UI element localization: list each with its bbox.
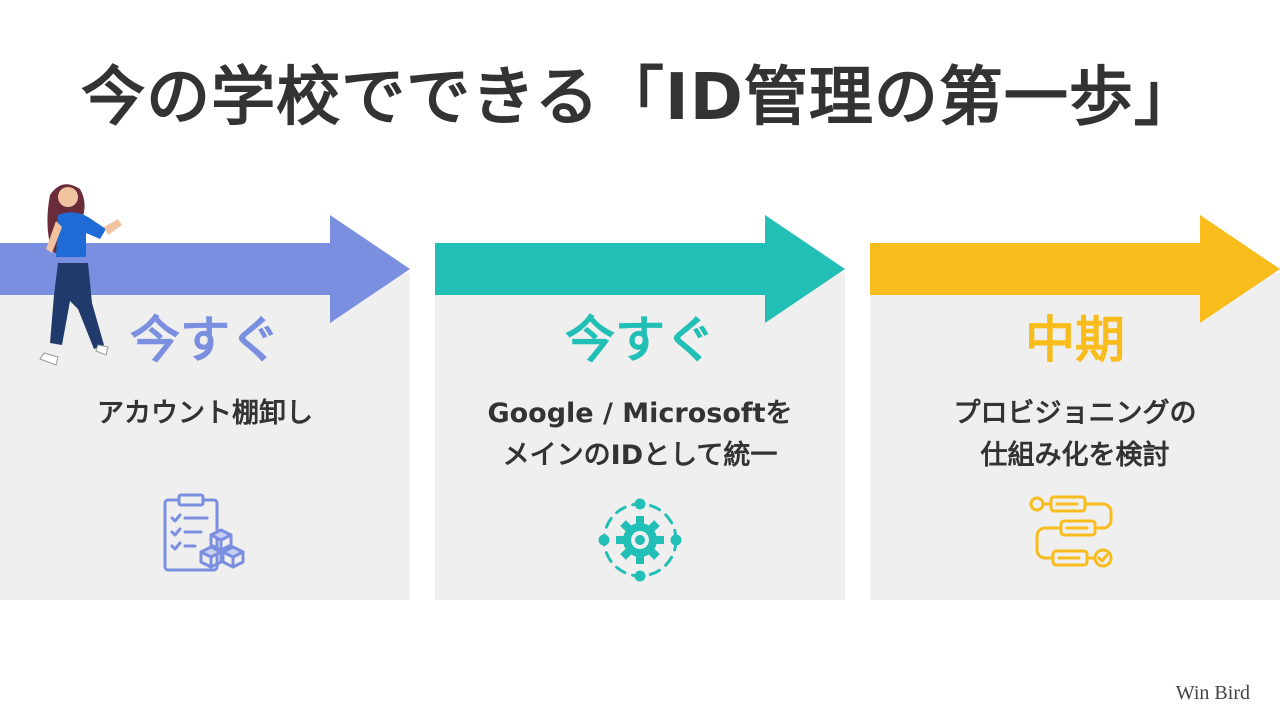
description-line: プロビジョニングの — [953, 398, 1197, 429]
phase-label: 中期 — [1025, 311, 1125, 369]
description-line: アカウント棚卸し — [97, 398, 313, 429]
phase-label: 今すぐ — [130, 311, 280, 369]
card-background — [0, 273, 410, 600]
brand-logo: Win Bird — [1175, 682, 1250, 704]
stage-card-midterm: 中期 プロビジョニングの 仕組み化を検討 — [870, 215, 1280, 600]
card-background — [870, 273, 1280, 600]
workflow-flowchart-icon — [1029, 495, 1113, 568]
arrow-right-icon — [0, 215, 410, 323]
gear-network-icon — [598, 498, 682, 582]
arrow-right-icon — [870, 215, 1280, 323]
stage-description: Google / Microsoftを メインのIDとして統一 — [435, 393, 845, 477]
stage-card-now-2: 今すぐ Google / Microsoftを メインのIDとして統一 — [435, 215, 845, 600]
clipboard-checklist-boxes-icon — [163, 493, 245, 572]
walking-person-illustration — [39, 184, 122, 366]
stage-card-now-1: 今すぐ アカウント棚卸し — [0, 215, 410, 600]
phase-label: 今すぐ — [565, 311, 715, 369]
description-line: メインのIDとして統一 — [502, 440, 778, 471]
page-title: 今の学校でできる「ID管理の第一歩」 — [81, 61, 1199, 135]
description-line: 仕組み化を検討 — [980, 440, 1170, 471]
description-line: Google / Microsoftを — [487, 398, 793, 429]
arrow-right-icon — [435, 215, 845, 323]
stage-description: プロビジョニングの 仕組み化を検討 — [870, 393, 1280, 477]
stage-description: アカウント棚卸し — [0, 393, 410, 435]
